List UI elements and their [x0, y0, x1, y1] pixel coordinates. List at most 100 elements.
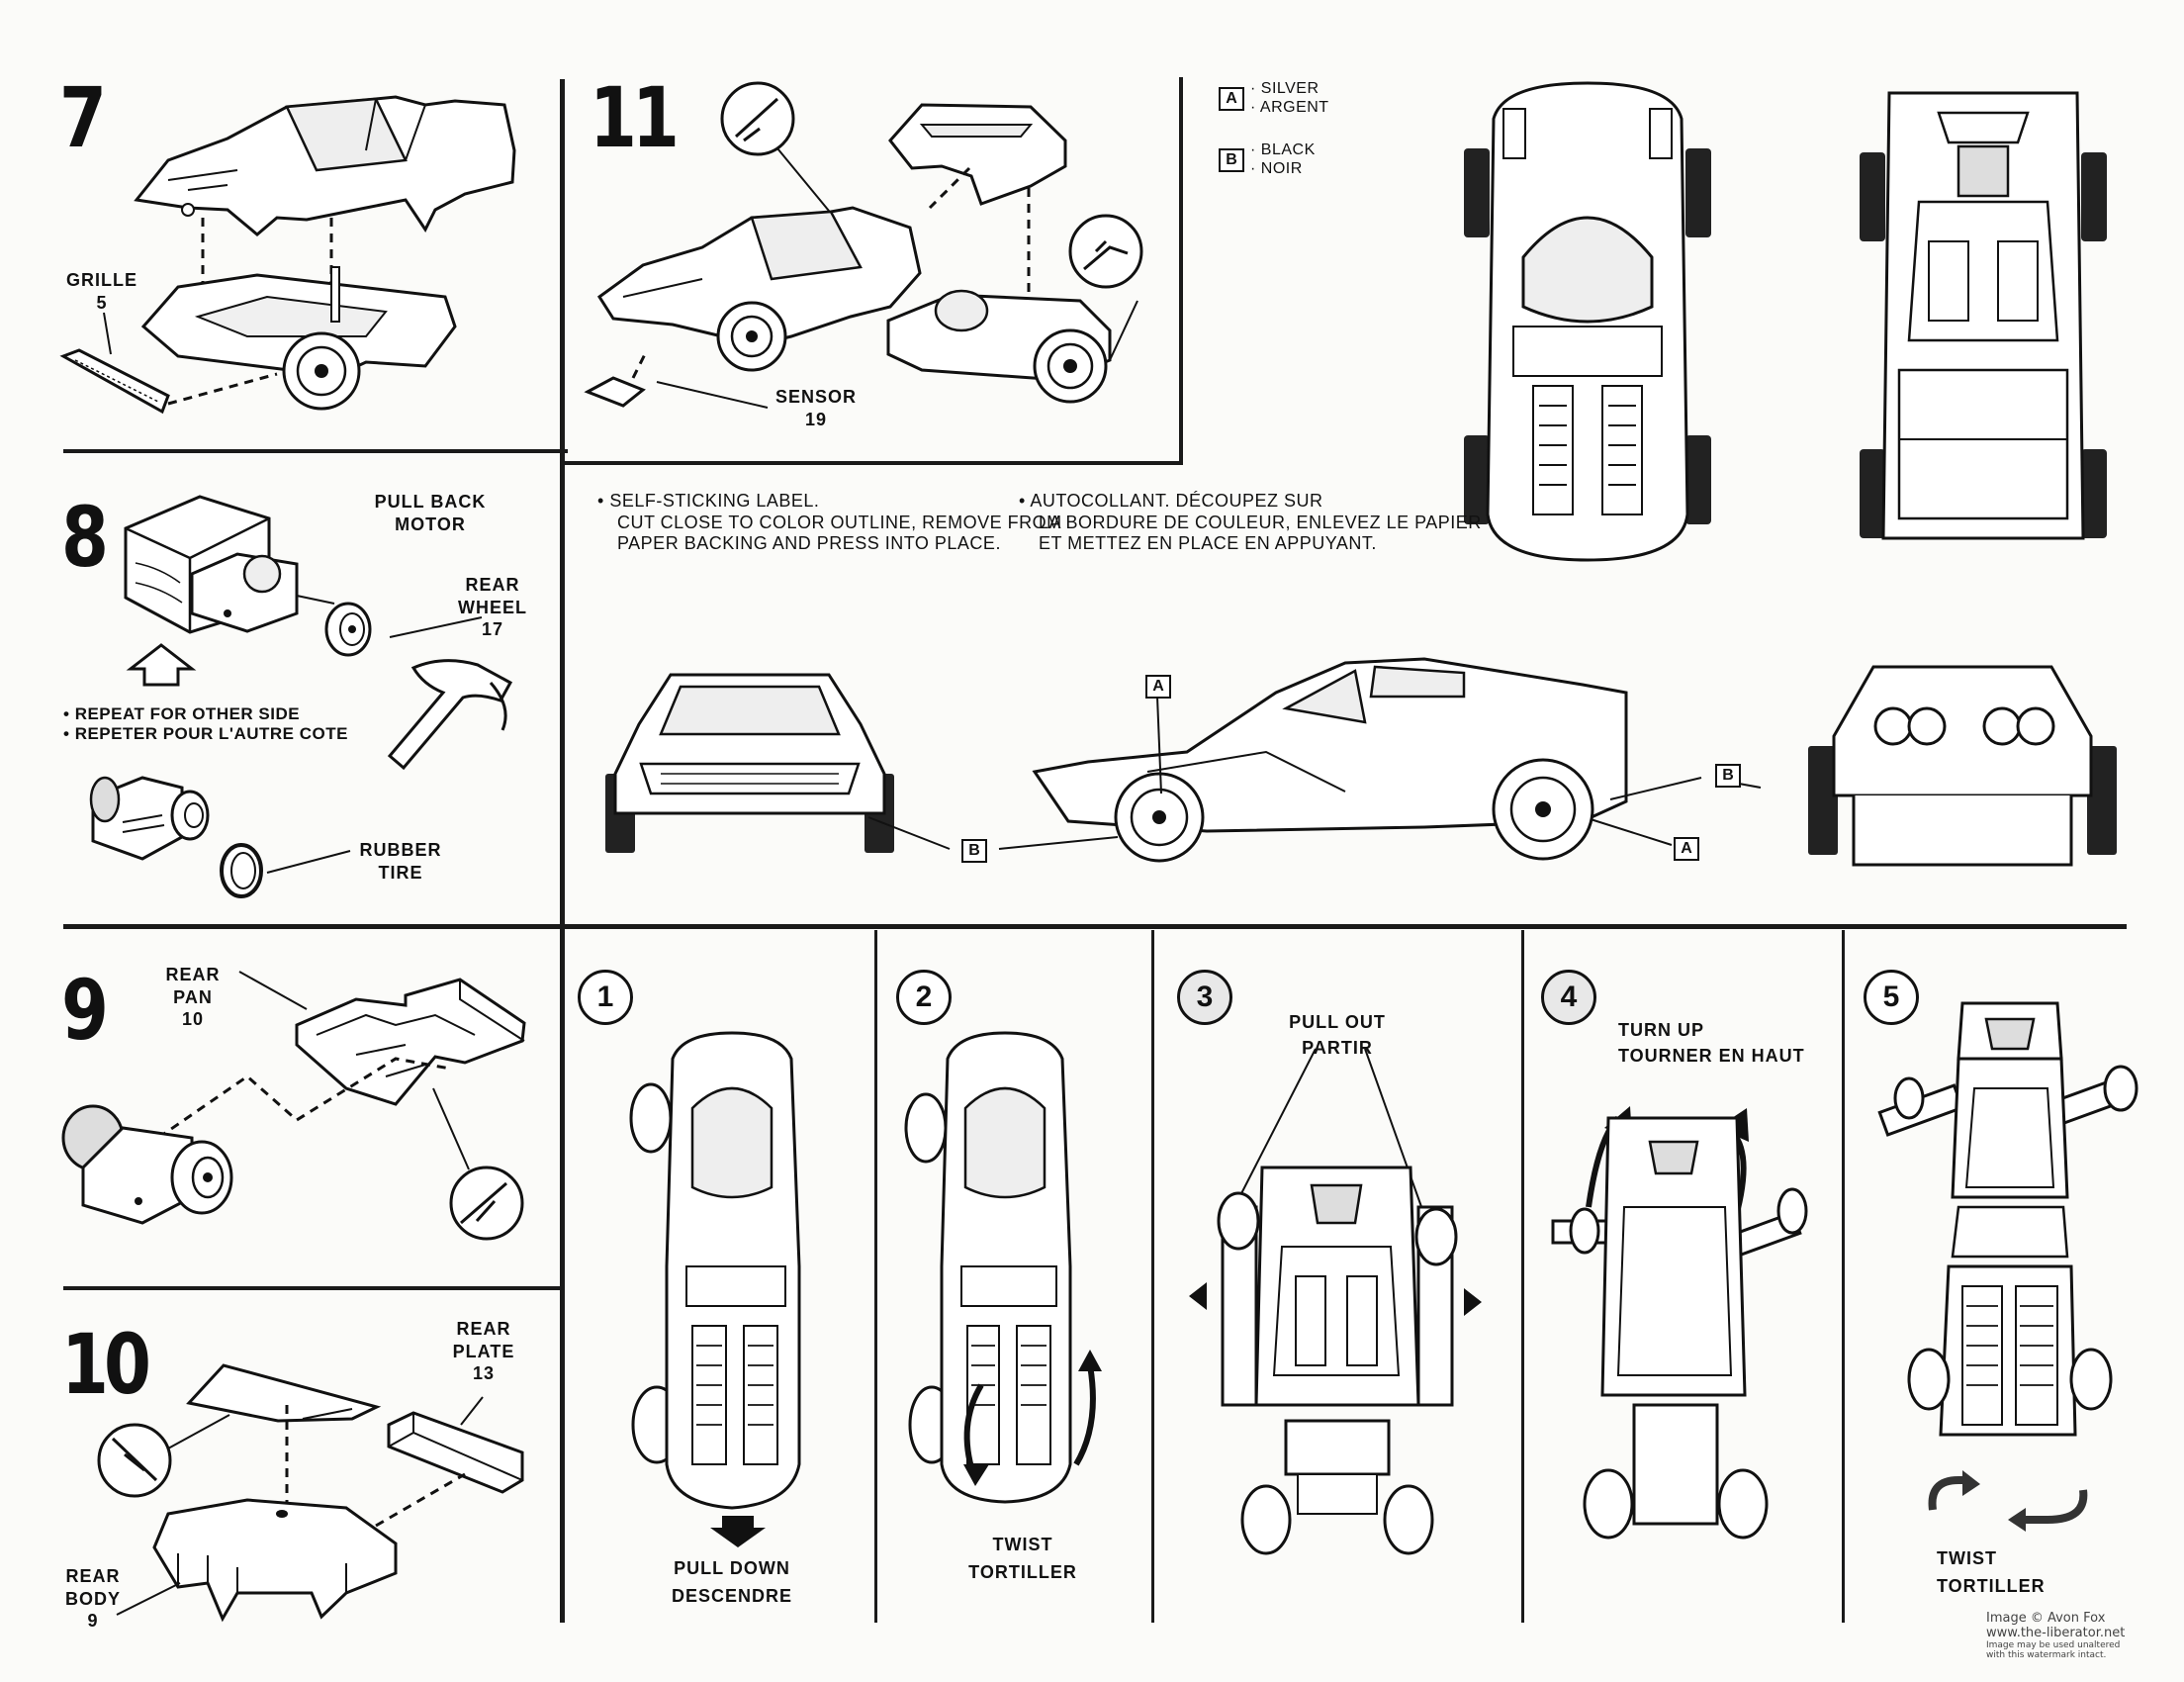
transform-step-3-badge: 3 [1177, 970, 1232, 1025]
rubber-tire-leader-line [265, 847, 354, 877]
transform-step-5-caption: TWIST TORTILLER [1937, 1545, 2095, 1601]
rule-middle-horizontal [63, 924, 2127, 929]
transform-step-5-en: TWIST [1937, 1548, 1997, 1568]
rear-body-line1: REAR [65, 1566, 121, 1586]
transform-step-2-badge: 2 [896, 970, 952, 1025]
label-note-fr-line1: • AUTOCOLLANT. DÉCOUPEZ SUR [1019, 491, 1323, 511]
rubber-tire-line2: TIRE [378, 862, 423, 883]
step-9-dashed-guide [148, 1029, 455, 1177]
rear-pan-number: 10 [181, 1009, 205, 1029]
step-11-body-shell-drawing [882, 97, 1080, 206]
motor-axle-drawing [83, 768, 231, 877]
label-note-en-line3: PAPER BACKING AND PRESS INTO PLACE. [617, 533, 1001, 554]
step-10-tool-circle-drawing [95, 1421, 233, 1500]
rule-col-4 [1842, 930, 1845, 1623]
twist-arrows-icon [1919, 1470, 2097, 1532]
motor-label-line2: MOTOR [395, 514, 466, 534]
transform-step-1-en: PULL DOWN [674, 1558, 790, 1578]
step-11-number: 11 [590, 69, 680, 166]
step-7-dashed-guides [198, 218, 356, 346]
legend-b-text: · BLACK · NOIR [1250, 140, 1316, 178]
transform-step-1-badge: 1 [578, 970, 633, 1025]
rear-wheel-number: 17 [481, 619, 504, 639]
self-sticking-label-note-fr: • AUTOCOLLANT. DÉCOUPEZ SUR LA BORDURE D… [1019, 491, 1482, 555]
rule-col-2 [1151, 930, 1154, 1623]
transform-step-3-caption: PULL OUT PARTIR [1248, 1009, 1426, 1061]
hammer-icon [384, 653, 532, 772]
transform-step-5-badge: 5 [1864, 970, 1919, 1025]
pull-down-arrow-icon [710, 1516, 766, 1547]
transform-step-2-fr: TORTILLER [968, 1561, 1077, 1582]
step-9-motor-assembly-drawing [53, 1098, 241, 1227]
rear-body-number: 9 [87, 1611, 99, 1631]
step-8-number: 8 [61, 489, 109, 586]
step-7-chassis-drawing [138, 267, 465, 416]
legend-a-en: · SILVER [1250, 80, 1320, 97]
watermark-line1: Image © Avon Fox [1986, 1611, 2106, 1626]
sensor-part-drawing [584, 356, 772, 416]
rule-step9-bottom [63, 1286, 564, 1290]
grille-label-text: GRILLE [66, 270, 137, 290]
repeat-note: • REPEAT FOR OTHER SIDE • REPETER POUR L… [63, 704, 348, 745]
step-11-car-drawing [593, 188, 930, 376]
transform-step-3-en: PULL OUT [1289, 1012, 1386, 1032]
rubber-tire-label: RUBBER TIRE [346, 839, 455, 884]
legend-a-box: A [1219, 87, 1244, 111]
rule-col-1 [874, 930, 877, 1623]
transform-step-1-fr: DESCENDRE [671, 1585, 793, 1606]
rear-pan-drawing [237, 966, 534, 1134]
label-note-en-line2: CUT CLOSE TO COLOR OUTLINE, REMOVE FROM [617, 512, 1062, 532]
sensor-label: SENSOR 19 [762, 386, 870, 430]
sensor-part-number: 19 [804, 409, 828, 429]
repeat-note-en: • REPEAT FOR OTHER SIDE [63, 704, 301, 723]
rule-step11-right [1179, 77, 1183, 465]
rule-step11-bottom [564, 461, 1183, 465]
step-11-tool-circle-top [718, 79, 876, 267]
watermark-line2: www.the-liberator.net [1986, 1626, 2126, 1640]
rear-body-drawing [148, 1484, 415, 1623]
transform-step-5-fr: TORTILLER [1937, 1575, 2046, 1596]
transform-step-2-figure [902, 1029, 1102, 1504]
transform-step-2-caption: TWIST TORTILLER [934, 1532, 1112, 1587]
rear-body-leader-line [115, 1579, 184, 1619]
step-10-number: 10 [61, 1316, 151, 1413]
rear-wheel-17-drawing [322, 600, 392, 659]
transform-step-3-figure [1189, 1049, 1482, 1563]
motor-label-line1: PULL BACK [374, 492, 487, 512]
up-arrow-icon [127, 643, 196, 687]
car-rear-view-drawing [1808, 657, 2117, 875]
rear-plate-number: 13 [472, 1363, 496, 1383]
step-9-number: 9 [61, 962, 109, 1059]
watermark: Image © Avon Fox www.the-liberator.net I… [1986, 1611, 2125, 1660]
pull-back-motor-drawing [188, 534, 336, 633]
rear-wheel-label: REAR WHEEL 17 [445, 574, 540, 641]
legend-b-box: B [1219, 148, 1244, 172]
transform-step-4-figure [1539, 1106, 1816, 1563]
callout-b-front-view: B [961, 839, 987, 863]
sensor-label-text: SENSOR [774, 387, 858, 407]
step-9-tool-circle-drawing [447, 1164, 526, 1243]
rear-wheel-leader-line [388, 613, 487, 643]
step-11-chassis-drawing [882, 281, 1130, 410]
label-note-fr-line3: ET METTEZ EN PLACE EN APPUYANT. [1039, 533, 1377, 554]
step-7-number: 7 [59, 69, 107, 166]
self-sticking-label-note-en: • SELF-STICKING LABEL. CUT CLOSE TO COLO… [597, 491, 1062, 555]
step-7-car-body-drawing [129, 91, 524, 269]
legend-b-en: · BLACK [1250, 141, 1316, 158]
transform-step-1-figure [623, 1029, 831, 1514]
rubber-tire-drawing [212, 841, 271, 900]
transform-step-4-caption: TURN UP TOURNER EN HAUT [1618, 1017, 1816, 1069]
callout-a-side-front-wheel: A [1145, 675, 1171, 699]
rear-plate-line1: REAR [456, 1319, 511, 1339]
legend-b-fr: · NOIR [1250, 160, 1303, 178]
car-top-view-drawing [1464, 79, 1711, 564]
grille-label: GRILLE 5 [57, 269, 146, 314]
rear-pan-line1: REAR [165, 965, 221, 984]
car-front-view-drawing [605, 665, 894, 853]
rule-vertical-main [560, 79, 565, 1623]
grille-part-number: 5 [96, 292, 108, 313]
transform-step-3-fr: PARTIR [1302, 1038, 1373, 1059]
watermark-line4: with this watermark intact. [1986, 1650, 2107, 1660]
transform-step-1-caption: PULL DOWN DESCENDRE [643, 1555, 821, 1611]
